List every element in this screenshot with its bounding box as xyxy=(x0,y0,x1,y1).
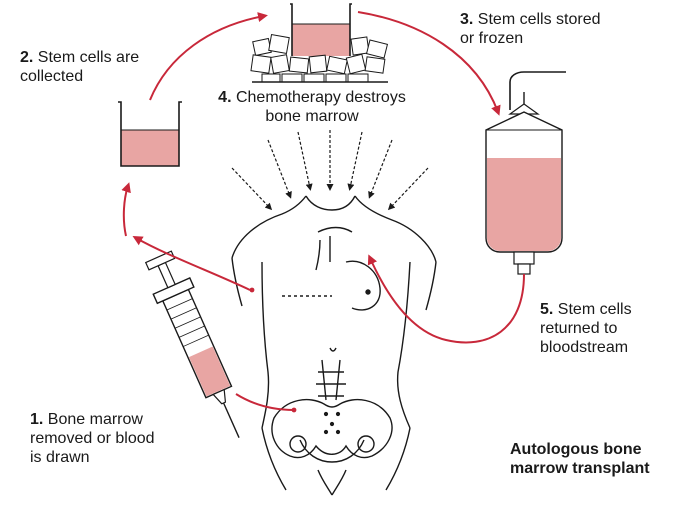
iv-bag-icon xyxy=(485,71,566,275)
arrow-body-to-syringe xyxy=(132,236,251,291)
step-3-number: 3. xyxy=(460,11,474,28)
arrow-ice-to-bag xyxy=(357,11,501,116)
syringe-icon xyxy=(144,250,240,438)
step-1-number: 1. xyxy=(30,411,44,428)
step-3-line-1: Stem cells stored xyxy=(477,11,601,28)
step-3-line-2: or frozen xyxy=(460,30,524,47)
chemo-rays-icon xyxy=(231,130,429,211)
arrow-to-beaker xyxy=(121,182,131,237)
step-2-number: 2. xyxy=(20,49,34,66)
step-3-label: 3. Stem cells stored or frozen xyxy=(460,10,601,48)
caption-line-2: marrow transplant xyxy=(510,460,650,477)
step-1-line-2: removed or blood xyxy=(30,430,155,447)
step-4-line-1: Chemotherapy destroys xyxy=(235,89,406,106)
human-torso-icon xyxy=(231,195,437,496)
step-2-line-2: collected xyxy=(20,68,84,85)
step-1-label: 1. Bone marrow removed or blood is drawn xyxy=(30,410,155,467)
arrow-syringe-to-hip xyxy=(235,393,295,411)
step-5-line-3: bloodstream xyxy=(540,339,629,356)
arrow-beaker-to-ice xyxy=(149,12,268,101)
step-5-line-2: returned to xyxy=(540,320,618,337)
step-2-label: 2. Stem cells are collected xyxy=(20,48,139,86)
process-arrows xyxy=(121,11,525,413)
arrow-bag-to-body xyxy=(367,254,525,344)
step-1-line-1: Bone marrow xyxy=(47,411,143,428)
step-1-line-3: is drawn xyxy=(30,449,90,466)
step-5-label: 5. Stem cells returned to bloodstream xyxy=(540,300,632,357)
diagram-caption: Autologous bone marrow transplant xyxy=(510,440,650,478)
step-5-line-1: Stem cells xyxy=(557,301,632,318)
caption-line-1: Autologous bone xyxy=(510,441,642,458)
step-4-line-2: bone marrow xyxy=(265,108,359,125)
step-5-number: 5. xyxy=(540,301,554,318)
ice-container-icon xyxy=(250,3,389,83)
step-4-number: 4. xyxy=(218,89,232,106)
step-4-label: 4. Chemotherapy destroys bone marrow xyxy=(212,88,412,126)
step-2-line-1: Stem cells are xyxy=(37,49,140,66)
beaker-icon xyxy=(118,101,182,167)
